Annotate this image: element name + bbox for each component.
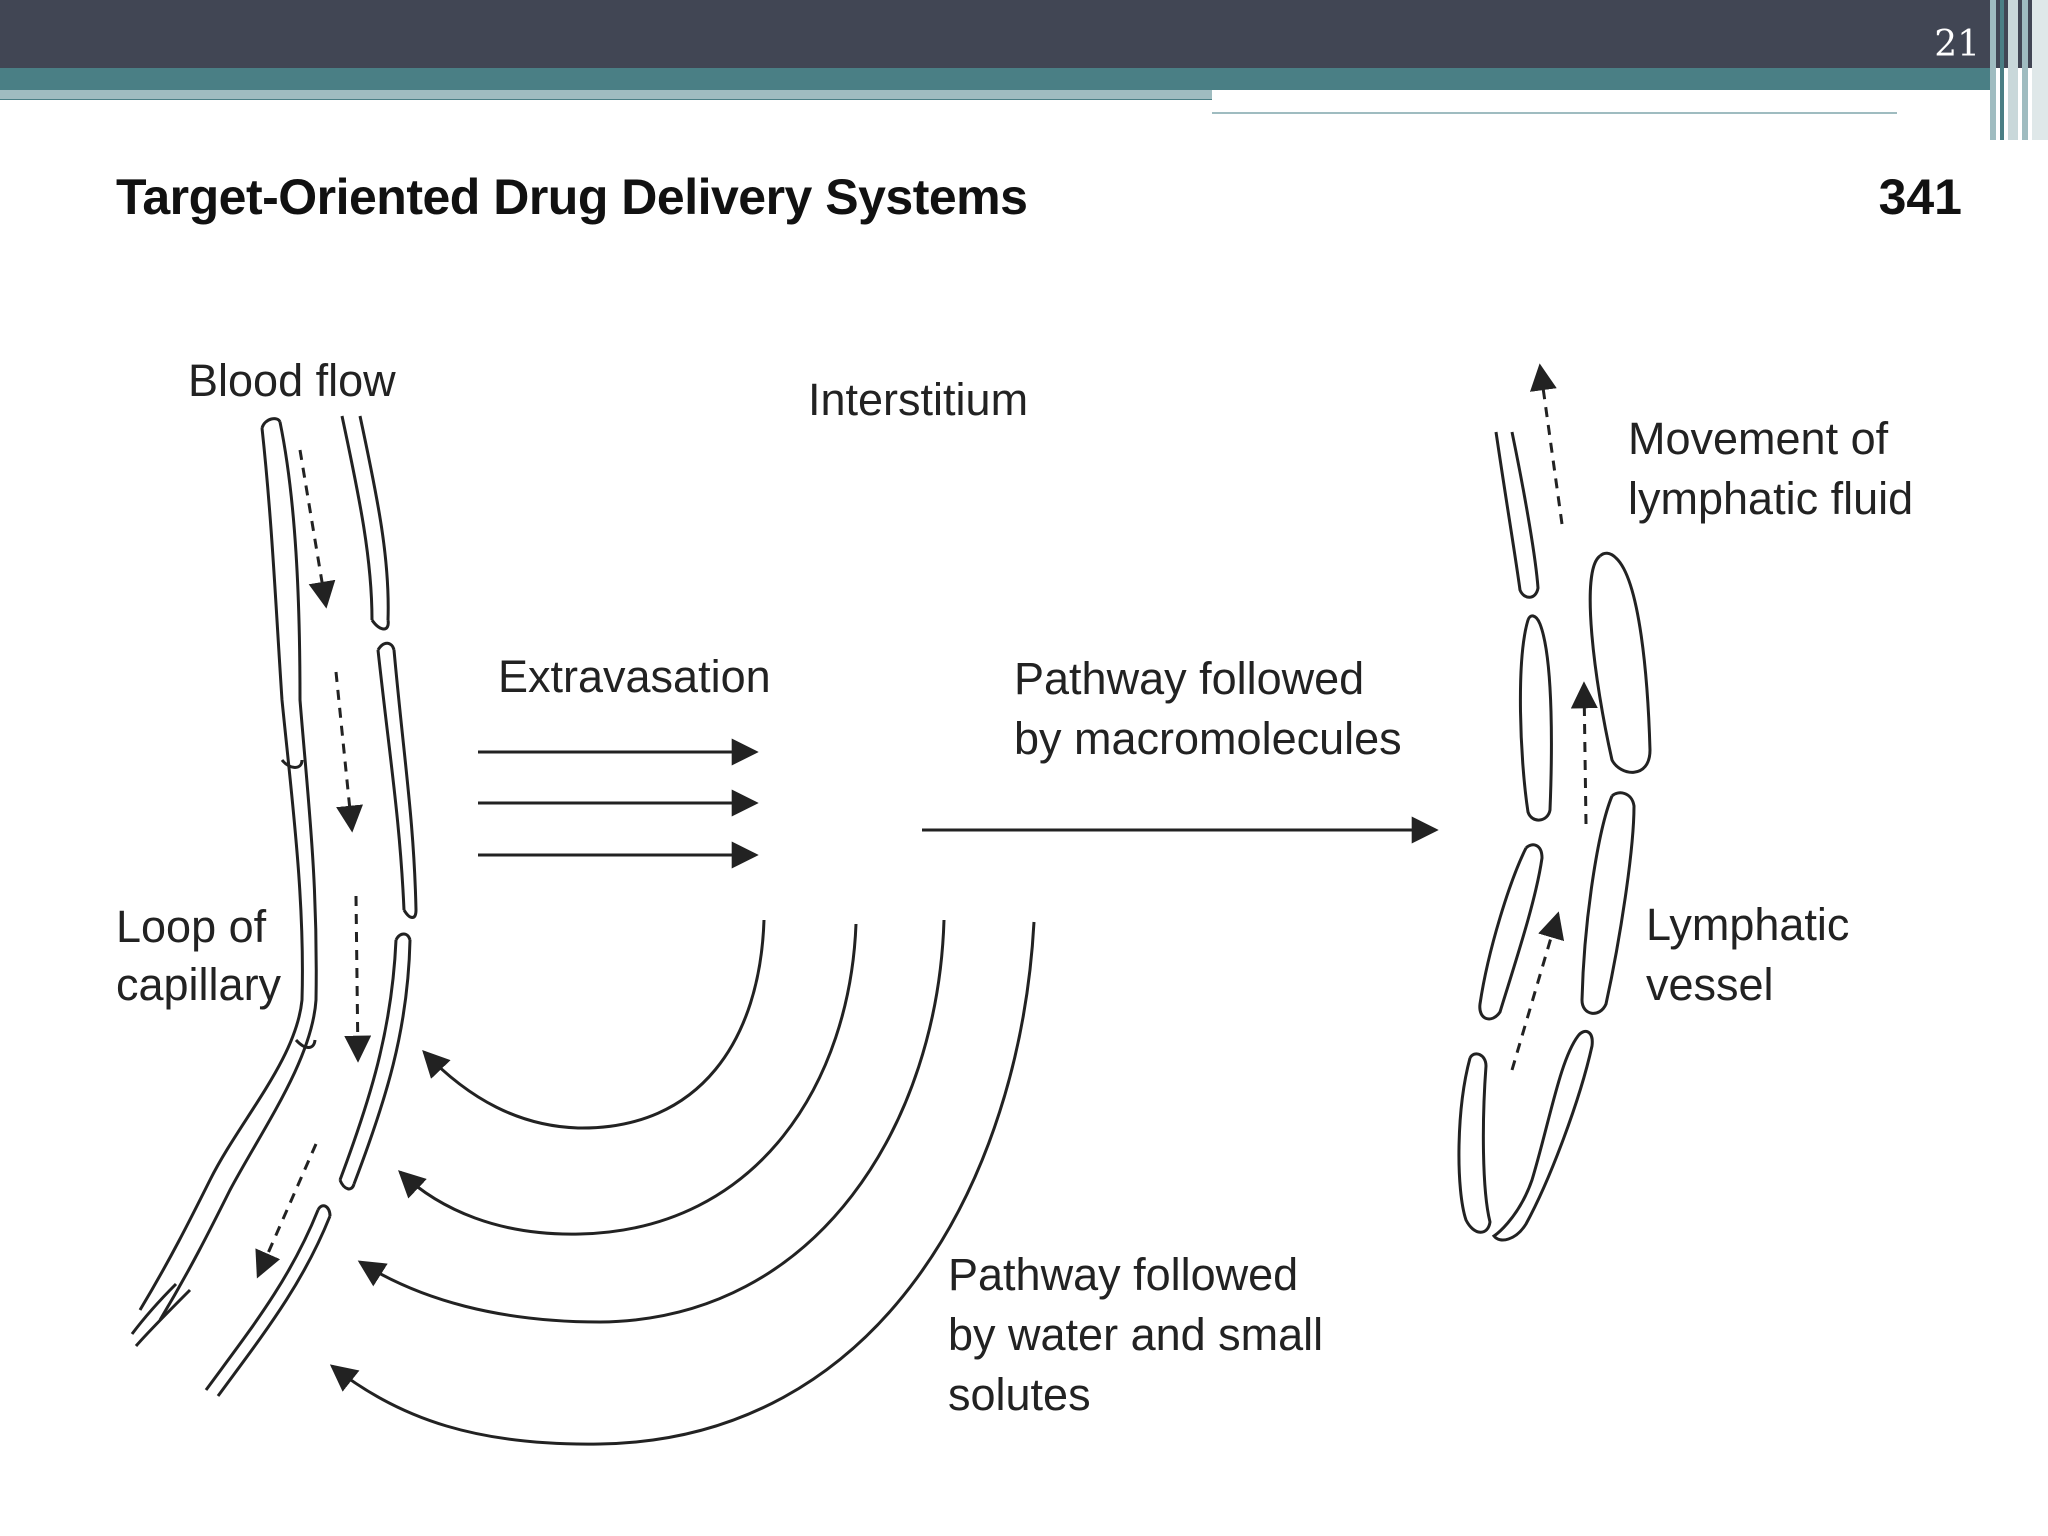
lymphatic-vessel — [1457, 431, 1652, 1242]
label-lymphatic-vessel: Lymphatic vessel — [1646, 899, 1862, 1010]
label-blood-flow: Blood flow — [188, 355, 396, 406]
label-interstitium: Interstitium — [808, 374, 1028, 425]
label-pathway-water: Pathway followed by water and small solu… — [948, 1249, 1336, 1420]
extravasation-arrows — [478, 738, 759, 869]
label-extravasation: Extravasation — [498, 651, 771, 702]
book-page-number: 341 — [1878, 169, 1962, 225]
page-title: Target-Oriented Drug Delivery Systems — [116, 169, 1028, 225]
header-bar — [0, 0, 2048, 68]
capillary-loop — [130, 415, 418, 1397]
label-movement-lymphatic: Movement of lymphatic fluid — [1628, 413, 1913, 524]
edge-decoration — [1990, 0, 2048, 140]
label-pathway-macromolecules: Pathway followed by macromolecules — [1014, 653, 1402, 764]
blood-flow-arrows — [255, 449, 372, 1279]
slide-number: 21 — [1934, 24, 1980, 65]
header-rule — [1212, 112, 1897, 114]
solute-return-curves — [329, 919, 1036, 1446]
label-loop-of-capillary: Loop of capillary — [116, 901, 282, 1010]
header-notch — [1212, 90, 1990, 120]
lymphatic-flow-arrows — [1510, 363, 1598, 1071]
teal-band-light — [0, 90, 1212, 99]
